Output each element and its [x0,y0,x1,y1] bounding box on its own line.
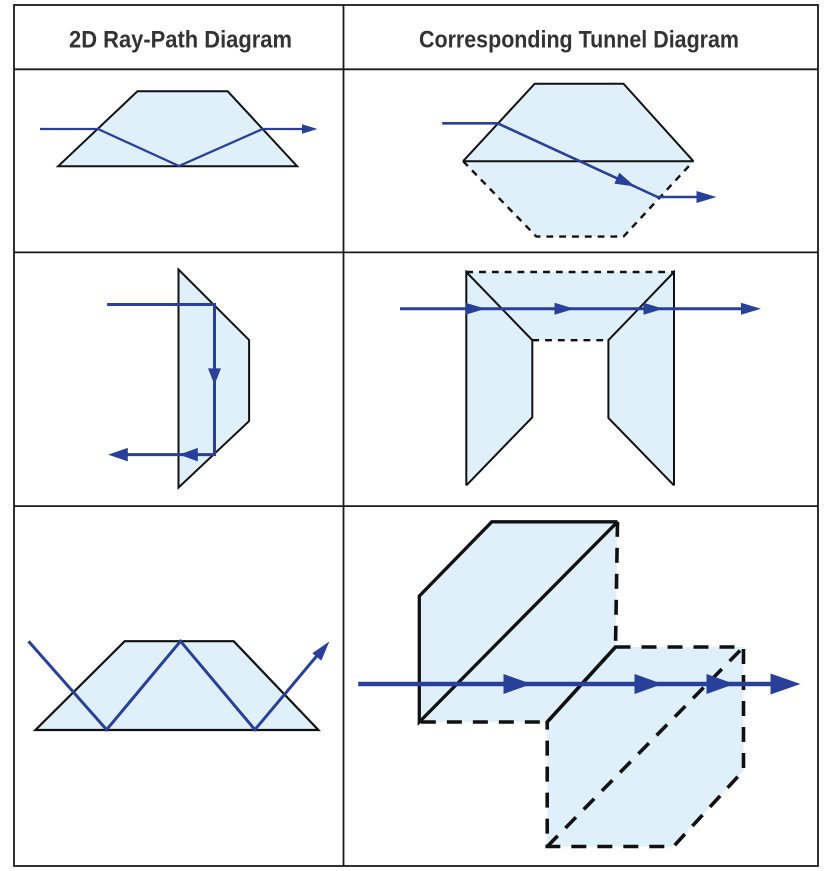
svg-text:2D Ray-Path Diagram: 2D Ray-Path Diagram [69,27,292,54]
svg-text:Corresponding Tunnel Diagram: Corresponding Tunnel Diagram [419,27,739,54]
